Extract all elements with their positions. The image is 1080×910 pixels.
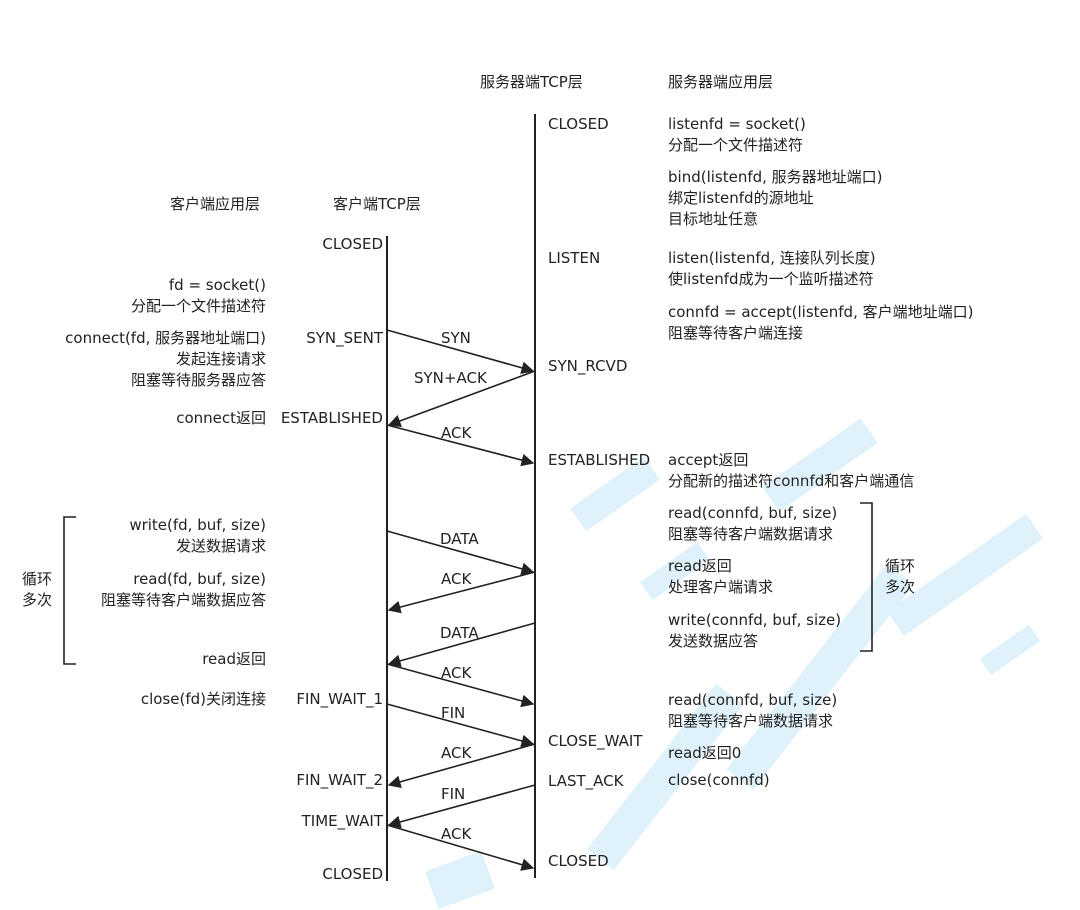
arrow-ack2 xyxy=(387,571,536,614)
server-state-closed-final: CLOSED xyxy=(548,852,609,870)
server-state-listen: LISTEN xyxy=(548,249,601,267)
server-note-read: read(connfd, buf, size) 阻塞等待客户端数据请求 xyxy=(668,504,838,543)
arrow-ack5 xyxy=(386,824,535,871)
server-loop-bracket xyxy=(860,502,873,652)
arrow-syn xyxy=(386,329,535,375)
server-note-accept-return: accept返回 分配新的描述符connfd和客户端通信 xyxy=(668,451,915,490)
server-loop-label: 循环 多次 xyxy=(885,557,916,596)
msg-syn-ack: SYN+ACK xyxy=(414,369,487,387)
server-state-last-ack: LAST_ACK xyxy=(548,772,624,790)
client-loop-bracket xyxy=(63,516,76,665)
server-note-read-2: read(connfd, buf, size) 阻塞等待客户端数据请求 xyxy=(668,691,838,730)
server-note-close: close(connfd) xyxy=(668,771,770,789)
server-state-close-wait: CLOSE_WAIT xyxy=(548,732,643,750)
arrow-ack1 xyxy=(386,424,535,467)
header-client-app: 客户端应用层 xyxy=(170,195,261,213)
header-client-tcp: 客户端TCP层 xyxy=(333,195,421,213)
client-state-time-wait: TIME_WAIT xyxy=(301,812,383,830)
client-state-closed-final: CLOSED xyxy=(322,865,383,883)
msg-ack-2: ACK xyxy=(441,570,472,588)
msg-ack-3: ACK xyxy=(441,664,472,682)
client-note-socket: fd = socket() 分配一个文件描述符 xyxy=(130,276,266,315)
msg-fin-2: FIN xyxy=(441,785,466,803)
client-state-syn-sent: SYN_SENT xyxy=(306,329,383,347)
arrow-ack4 xyxy=(387,743,536,789)
client-loop-label: 循环 多次 xyxy=(22,570,53,609)
client-state-fin-wait-1: FIN_WAIT_1 xyxy=(296,690,383,708)
server-note-write: write(connfd, buf, size) 发送数据应答 xyxy=(668,611,842,650)
header-server-app: 服务器端应用层 xyxy=(668,73,774,91)
server-note-accept: connfd = accept(listenfd, 客户端地址端口) 阻塞等待客… xyxy=(668,303,974,342)
client-note-write: write(fd, buf, size) 发送数据请求 xyxy=(129,516,266,555)
arrow-fin2 xyxy=(387,784,536,829)
arrow-data1 xyxy=(386,530,535,576)
client-note-close: close(fd)关闭连接 xyxy=(140,690,266,708)
client-state-established: ESTABLISHED xyxy=(280,409,383,427)
client-state-fin-wait-2: FIN_WAIT_2 xyxy=(296,771,383,789)
server-note-listen: listen(listenfd, 连接队列长度) 使listenfd成为一个监听… xyxy=(668,249,876,288)
server-state-closed: CLOSED xyxy=(548,115,609,133)
server-state-established: ESTABLISHED xyxy=(548,451,651,469)
client-state-closed: CLOSED xyxy=(322,235,383,253)
client-note-connect-return: connect返回 xyxy=(176,409,266,427)
msg-ack-4: ACK xyxy=(441,744,472,762)
client-note-read: read(fd, buf, size) 阻塞等待客户端数据应答 xyxy=(100,570,266,609)
server-note-read-return: read返回 处理客户端请求 xyxy=(668,557,774,596)
client-note-connect: connect(fd, 服务器地址端口) 发起连接请求 阻塞等待服务器应答 xyxy=(65,329,266,389)
server-note-bind: bind(listenfd, 服务器地址端口) 绑定listenfd的源地址 目… xyxy=(668,168,883,228)
arrow-ack3 xyxy=(386,663,535,708)
arrow-fin1 xyxy=(386,703,535,748)
msg-ack-1: ACK xyxy=(441,424,472,442)
msg-data-2: DATA xyxy=(440,624,479,642)
arrow-data2 xyxy=(387,622,536,668)
msg-data-1: DATA xyxy=(440,530,479,548)
server-state-syn-rcvd: SYN_RCVD xyxy=(548,357,628,375)
server-note-socket: listenfd = socket() 分配一个文件描述符 xyxy=(668,115,806,154)
msg-ack-5: ACK xyxy=(441,825,472,843)
client-note-read-return: read返回 xyxy=(202,650,266,668)
msg-syn: SYN xyxy=(441,329,471,347)
server-note-read-zero: read返回0 xyxy=(668,744,742,762)
arrow-syn-ack xyxy=(387,370,536,428)
header-server-tcp: 服务器端TCP层 xyxy=(480,73,583,91)
msg-fin-1: FIN xyxy=(441,704,466,722)
